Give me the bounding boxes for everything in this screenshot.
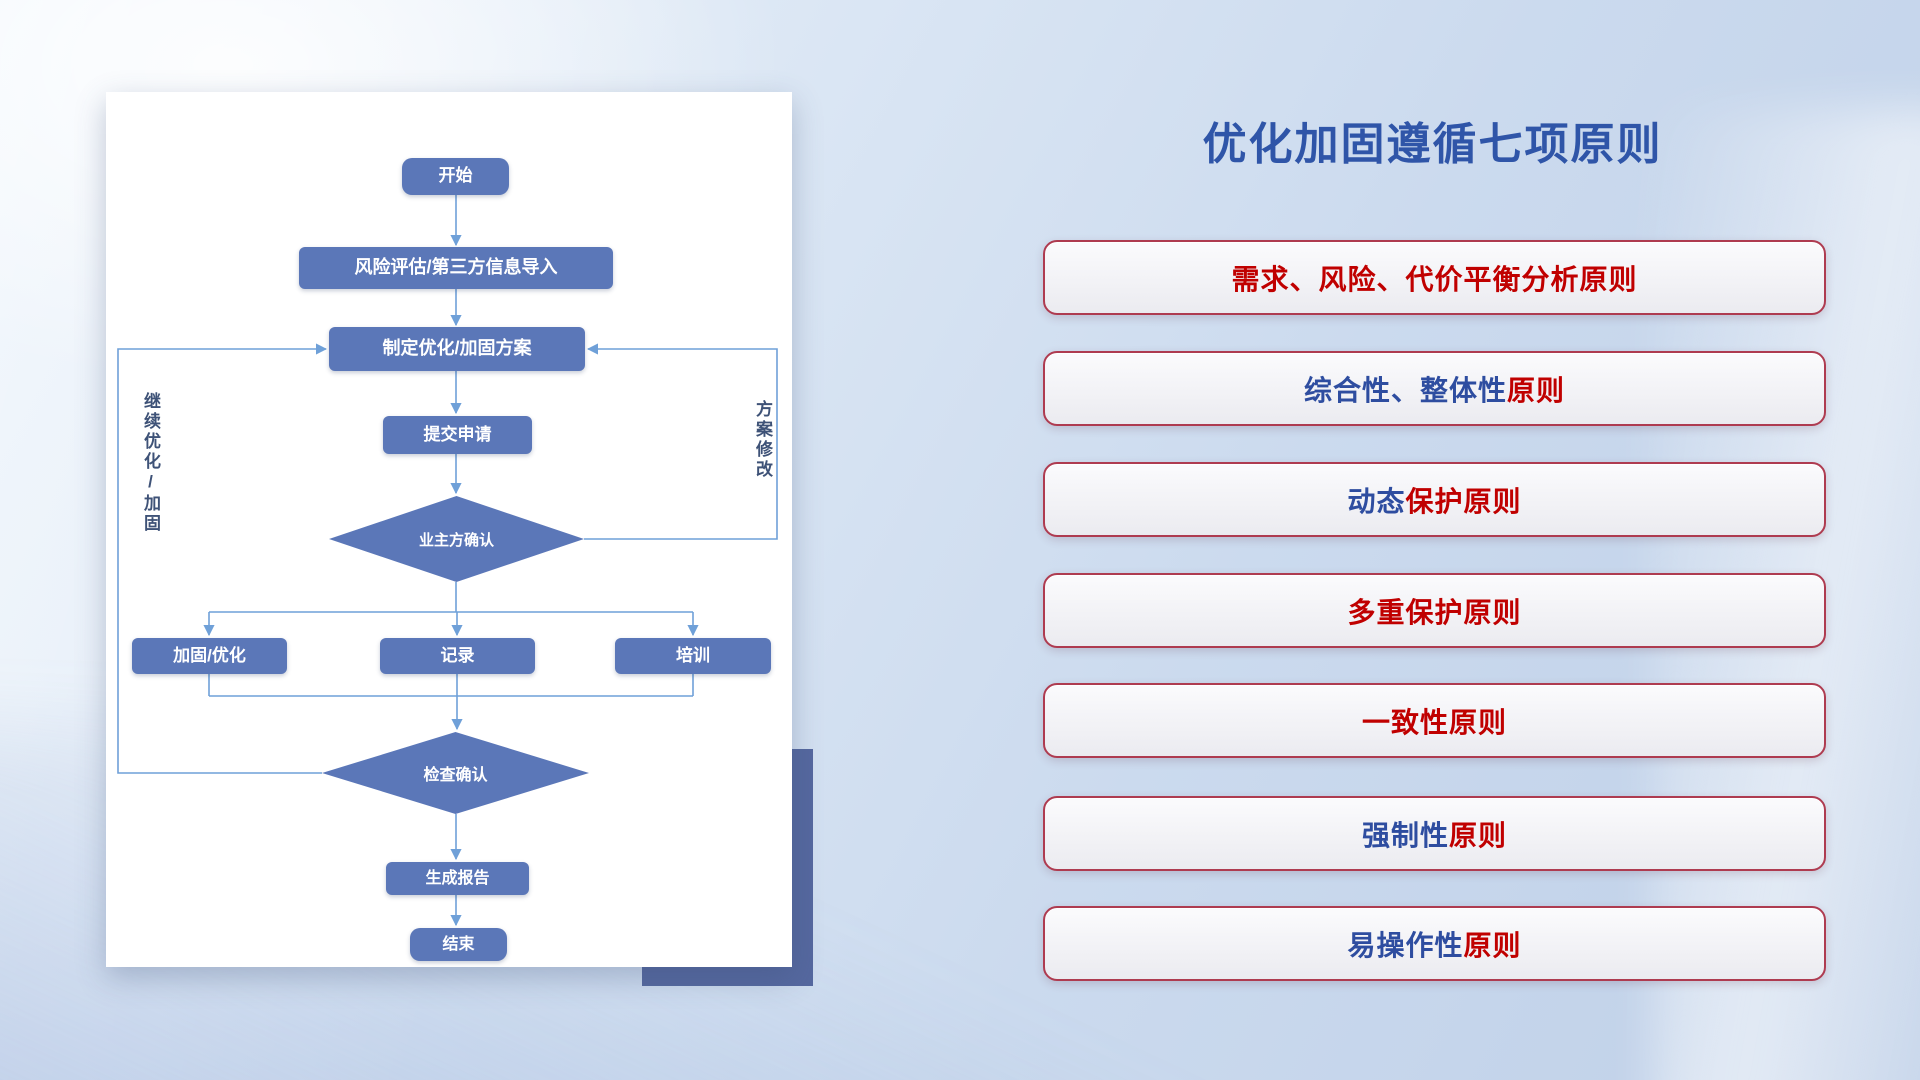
flow-node-submit: 提交申请 [383, 416, 532, 454]
flow-node-record: 记录 [380, 638, 535, 674]
flowchart-connectors [117, 195, 778, 927]
flow-node-report: 生成报告 [386, 862, 529, 895]
principle-item-3: 动态保护原则 [1043, 462, 1826, 537]
flow-node-harden: 加固/优化 [132, 638, 287, 674]
principle-text-segment: 需求、风险、代价平衡分析原则 [1231, 263, 1638, 295]
loop-label-continue: 继续优化/加固 [141, 392, 160, 534]
principle-text-segment: 原则 [1449, 819, 1508, 851]
flow-node-start: 开始 [402, 158, 509, 195]
principle-item-5: 一致性原则 [1043, 683, 1826, 758]
loop-label-revise: 方案修改 [753, 400, 772, 480]
flowchart-card: 开始 风险评估/第三方信息导入 制定优化/加固方案 提交申请 业主方确认 加固/… [106, 92, 792, 967]
flow-node-plan: 制定优化/加固方案 [329, 327, 585, 371]
principle-text-segment: 原则 [1463, 929, 1522, 961]
principle-item-2: 综合性、整体性原则 [1043, 351, 1826, 426]
principles-title: 优化加固遵循七项原则 [1202, 120, 1663, 169]
principle-text-segment: 动态 [1347, 485, 1406, 517]
flow-node-training: 培训 [615, 638, 771, 674]
flow-node-end: 结束 [410, 928, 507, 961]
principle-item-1: 需求、风险、代价平衡分析原则 [1043, 240, 1826, 315]
principle-text-segment: 易操作性 [1347, 929, 1464, 961]
principle-item-6: 强制性原则 [1043, 796, 1826, 871]
flow-node-risk-import: 风险评估/第三方信息导入 [299, 247, 613, 289]
principle-text-segment: 综合性、整体性 [1303, 374, 1507, 406]
principle-text-segment: 多重保护原则 [1347, 596, 1522, 628]
principle-text-segment: 强制性 [1361, 819, 1449, 851]
principle-text-segment: 保护原则 [1405, 485, 1522, 517]
principle-text-segment: 原则 [1507, 374, 1566, 406]
principle-item-4: 多重保护原则 [1043, 573, 1826, 648]
principle-text-segment: 一致性原则 [1361, 706, 1507, 738]
principle-item-7: 易操作性原则 [1043, 906, 1826, 981]
